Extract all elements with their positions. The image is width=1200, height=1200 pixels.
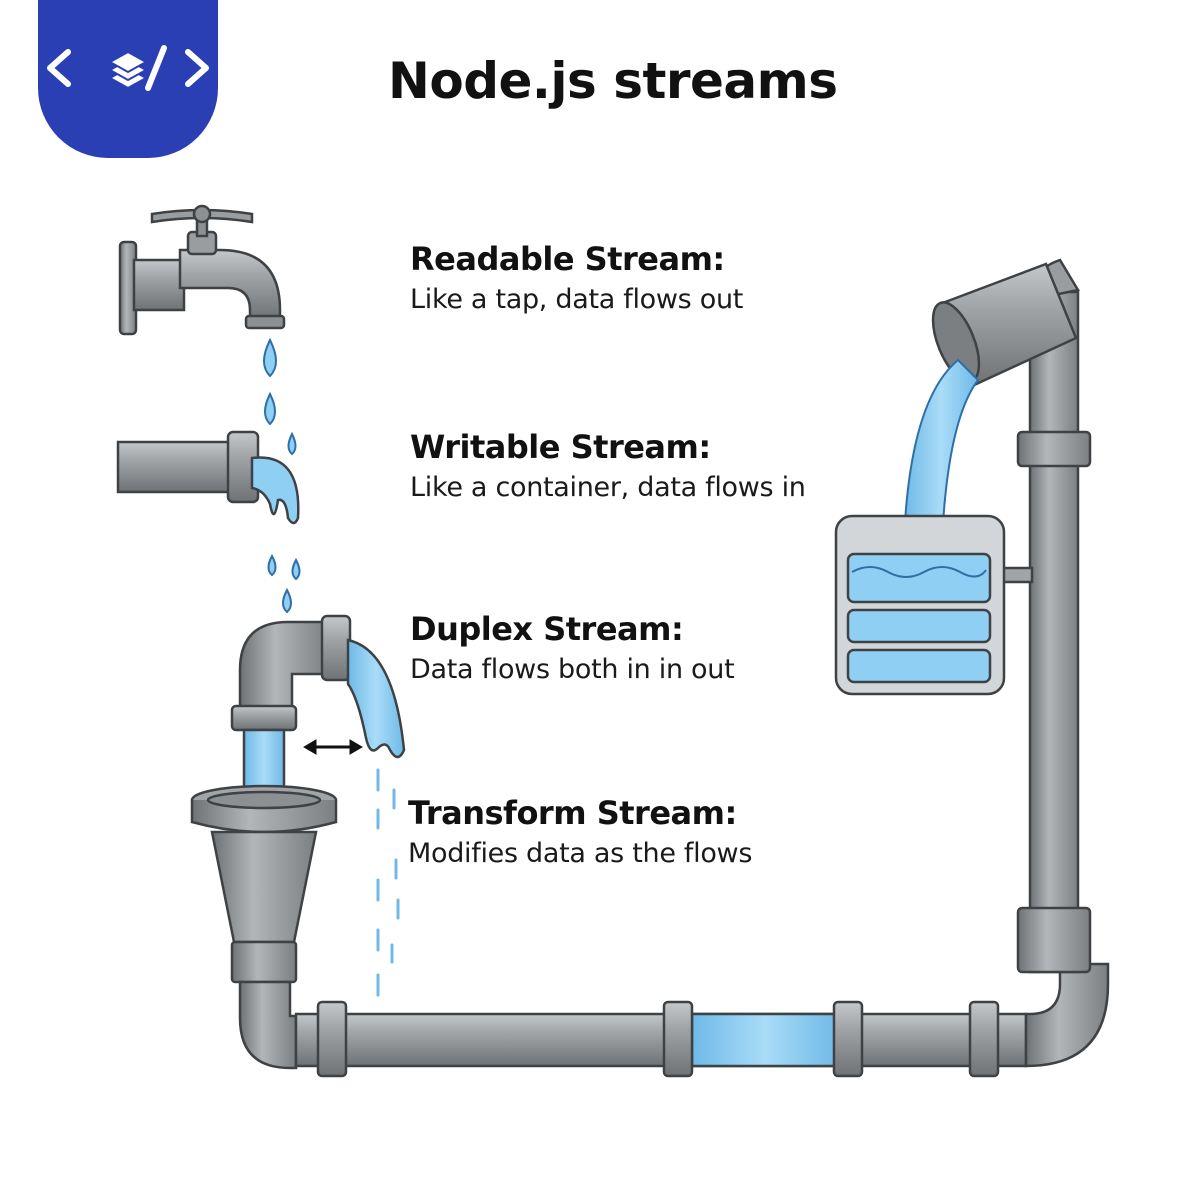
- transform-stream-desc: Modifies data as the flows: [408, 838, 753, 869]
- bottom-pipe: [238, 962, 1110, 1078]
- right-pipe: [931, 258, 1092, 974]
- pouring-water: [902, 358, 980, 541]
- pipe-outlet-icon: [116, 430, 300, 525]
- logo-badge: [38, 0, 218, 158]
- funnel-icon: [190, 784, 338, 984]
- transform-stream-label: Transform Stream:: [408, 794, 737, 832]
- container-icon: [834, 514, 1006, 696]
- code-layers-icon: [47, 45, 209, 91]
- faucet-icon: [118, 204, 286, 336]
- double-arrow-icon: [303, 739, 363, 755]
- writable-stream-label: Writable Stream:: [410, 428, 711, 466]
- falling-water: [376, 768, 400, 997]
- readable-stream-label: Readable Stream:: [410, 240, 725, 278]
- duplex-stream-label: Duplex Stream:: [410, 610, 684, 648]
- readable-stream-desc: Like a tap, data flows out: [410, 284, 744, 315]
- duplex-stream-desc: Data flows both in in out: [410, 654, 735, 685]
- elbow-pipe-icon: [230, 614, 406, 814]
- water-drops: [263, 337, 301, 614]
- writable-stream-desc: Like a container, data flows in: [410, 472, 806, 503]
- page-title: Node.js streams: [388, 52, 838, 110]
